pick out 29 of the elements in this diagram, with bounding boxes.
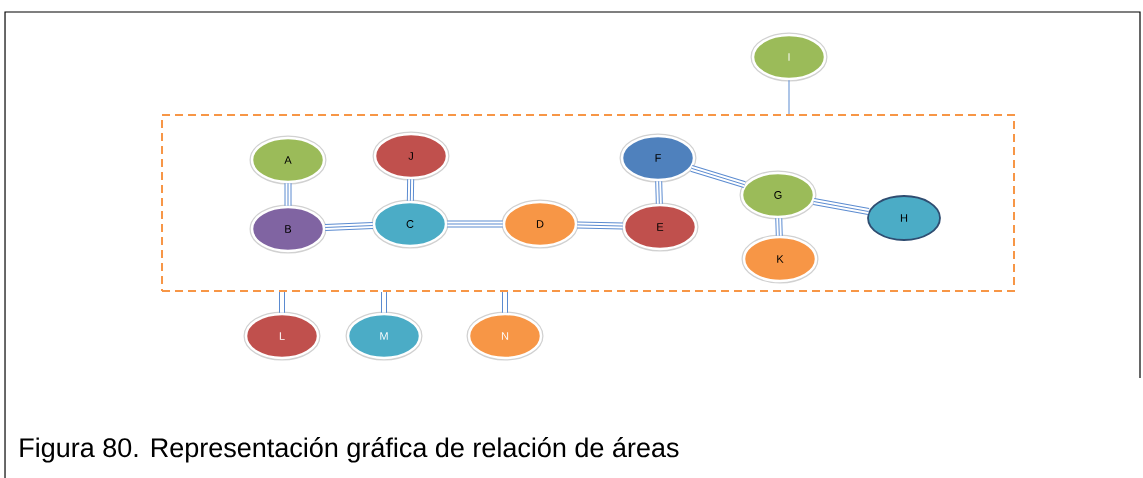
figure-caption: Figura 80. Representación gráfica de relación de áreas [20,437,679,463]
ellipse-node: E [621,202,699,252]
ellipse-node: K [741,234,819,284]
connector-line [576,221,624,230]
ellipse-node: F [619,133,697,183]
connector-line [813,198,870,215]
ellipse-node: H [865,193,943,243]
connector-line [655,180,663,205]
dashed-boundary-box [161,114,1015,292]
ellipse-node: D [501,199,579,249]
connector-line [406,178,415,202]
connector-line [324,222,374,231]
connector-line [502,292,508,313]
ellipse-node: G [739,170,817,220]
ellipse-node: A [249,135,327,185]
connector-line [381,292,387,313]
ellipse-node: B [249,204,327,254]
ellipse-node: M [345,311,423,361]
connector-line [279,292,285,313]
connector-line [788,79,790,115]
connector-line [284,182,292,207]
ellipse-node: N [466,311,544,361]
connector-line [775,217,783,237]
ellipse-node: I [750,32,828,82]
ellipse-node: L [243,311,321,361]
ellipse-node: J [372,131,450,181]
connector-line [690,164,746,189]
connector-line [446,220,504,228]
ellipse-node: C [371,199,449,249]
